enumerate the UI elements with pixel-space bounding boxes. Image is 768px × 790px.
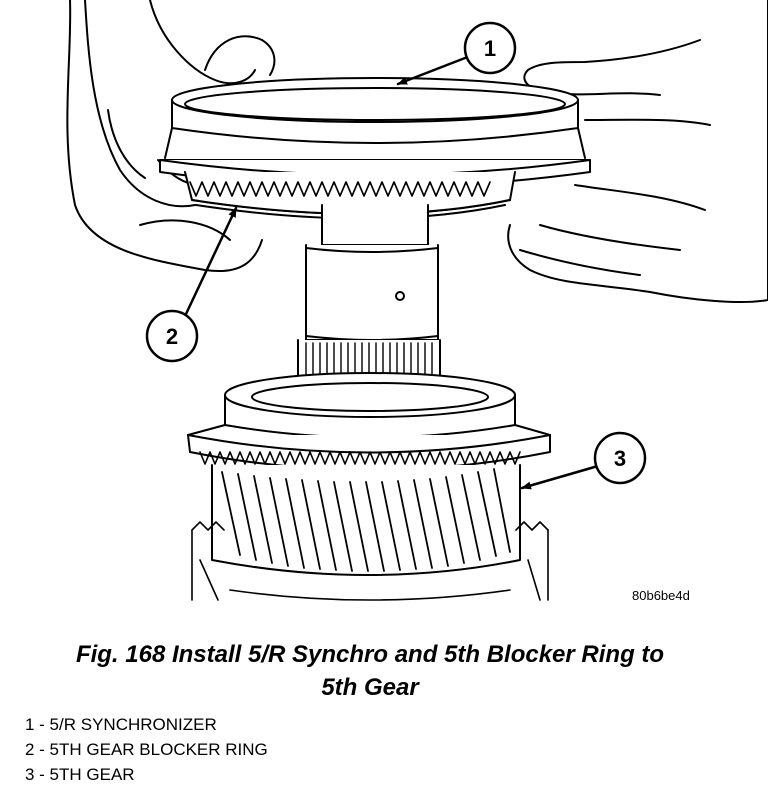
callout-3: 3 (593, 431, 647, 485)
synchro-install-illustration: 1 2 3 80b6be4d (66, 0, 768, 603)
legend-item: 3 - 5TH GEAR (25, 765, 135, 784)
callout-3-number: 3 (614, 446, 626, 471)
callout-2: 2 (145, 309, 199, 363)
right-hand (507, 0, 768, 304)
fifth-gear-clutch-teeth (199, 451, 521, 465)
parts-legend: 1 - 5/R SYNCHRONIZER 2 - 5TH GEAR BLOCKE… (25, 712, 268, 787)
legend-item: 2 - 5TH GEAR BLOCKER RING (25, 740, 268, 759)
legend-item: 1 - 5/R SYNCHRONIZER (25, 715, 217, 734)
figure-caption: Fig. 168 Install 5/R Synchro and 5th Blo… (0, 638, 740, 704)
callout-3-arrow (520, 464, 600, 490)
callout-2-arrow (184, 206, 238, 316)
callout-1-arrow (396, 56, 467, 86)
callout-1: 1 (463, 21, 517, 75)
lower-gear-cluster (191, 521, 549, 601)
fifth-gear-helical-teeth (221, 468, 511, 572)
mainshaft-splines (305, 342, 433, 399)
callout-1-number: 1 (484, 36, 496, 61)
caption-line-2: 5th Gear (321, 674, 419, 701)
callout-2-number: 2 (166, 324, 178, 349)
caption-line-1: Fig. 168 Install 5/R Synchro and 5th Blo… (75, 641, 665, 668)
figure-identifier: 80b6be4d (632, 588, 690, 603)
callout-arrows (184, 56, 600, 490)
